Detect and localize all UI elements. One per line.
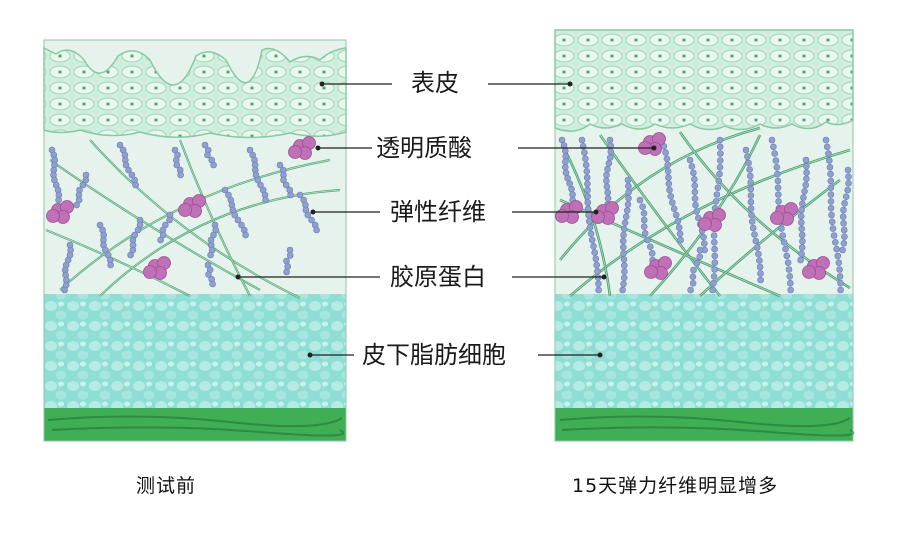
caption-before: 测试前 [136, 475, 197, 497]
hyaluronic-acid-cluster [555, 200, 583, 224]
elastic-fiber [822, 136, 844, 294]
hyaluronic-acid-cluster [698, 208, 726, 232]
elastic-fiber [171, 146, 184, 179]
elastic-fiber [603, 136, 615, 214]
elastic-fiber [221, 186, 249, 239]
elastic-fiber [116, 141, 139, 189]
elastic-fiber [283, 246, 294, 276]
hyaluronic-acid [555, 132, 830, 280]
elastic-fiber [839, 166, 852, 254]
epidermis-layer [554, 29, 854, 132]
elastic-fiber [201, 141, 217, 169]
base-layer [555, 408, 853, 441]
fat-layer [44, 294, 346, 409]
hyaluronic-acid-cluster [770, 202, 798, 226]
hyaluronic-acid-cluster [644, 256, 672, 280]
collagen-fibers [45, 139, 341, 299]
hyaluronic-acid-cluster [178, 194, 206, 218]
fat-layer [555, 294, 853, 409]
label-hyaluronic-acid: 透明质酸 [376, 134, 472, 162]
hyaluronic-acid-cluster [802, 256, 830, 280]
label-subcutaneous-fat: 皮下脂肪细胞 [362, 341, 506, 369]
callout-lines [238, 83, 654, 356]
elastic-fiber [686, 156, 708, 254]
elastic-fibers [558, 136, 852, 294]
label-collagen: 胶原蛋白 [390, 263, 486, 291]
elastic-fiber [127, 216, 144, 259]
elastic-fiber [797, 156, 810, 264]
elastic-fibers [48, 141, 320, 294]
elastic-fiber [246, 146, 269, 204]
elastic-fiber [687, 246, 704, 294]
elastic-fiber [207, 221, 219, 259]
elastic-fiber [204, 261, 216, 288]
elastic-fiber [276, 161, 294, 199]
panel-before [43, 39, 347, 442]
elastic-fiber [48, 146, 63, 204]
callout-dots [235, 81, 657, 358]
elastic-fiber [558, 136, 576, 204]
elastic-fiber [636, 196, 656, 264]
elastic-fiber [619, 176, 632, 294]
elastic-fiber [61, 241, 74, 294]
base-layer [44, 408, 346, 441]
panel-after [554, 29, 855, 442]
label-epidermis: 表皮 [411, 69, 459, 97]
elastic-fiber [742, 146, 764, 284]
elastic-fiber [296, 191, 320, 234]
hyaluronic-acid-cluster [46, 200, 74, 224]
caption-after: 15天弹力纤维明显增多 [572, 475, 779, 497]
hyaluronic-acid-cluster [143, 256, 171, 280]
elastic-fiber [73, 171, 90, 209]
hyaluronic-acid-cluster [638, 132, 666, 156]
elastic-fiber [157, 211, 174, 244]
hyaluronic-acid [46, 136, 316, 280]
hyaluronic-acid-cluster [288, 136, 316, 160]
label-elastic-fiber: 弹性纤维 [390, 198, 486, 226]
elastic-fiber [96, 221, 114, 269]
elastic-fiber [578, 136, 602, 294]
epidermis-layer [43, 46, 347, 139]
elastic-fiber [658, 136, 684, 244]
